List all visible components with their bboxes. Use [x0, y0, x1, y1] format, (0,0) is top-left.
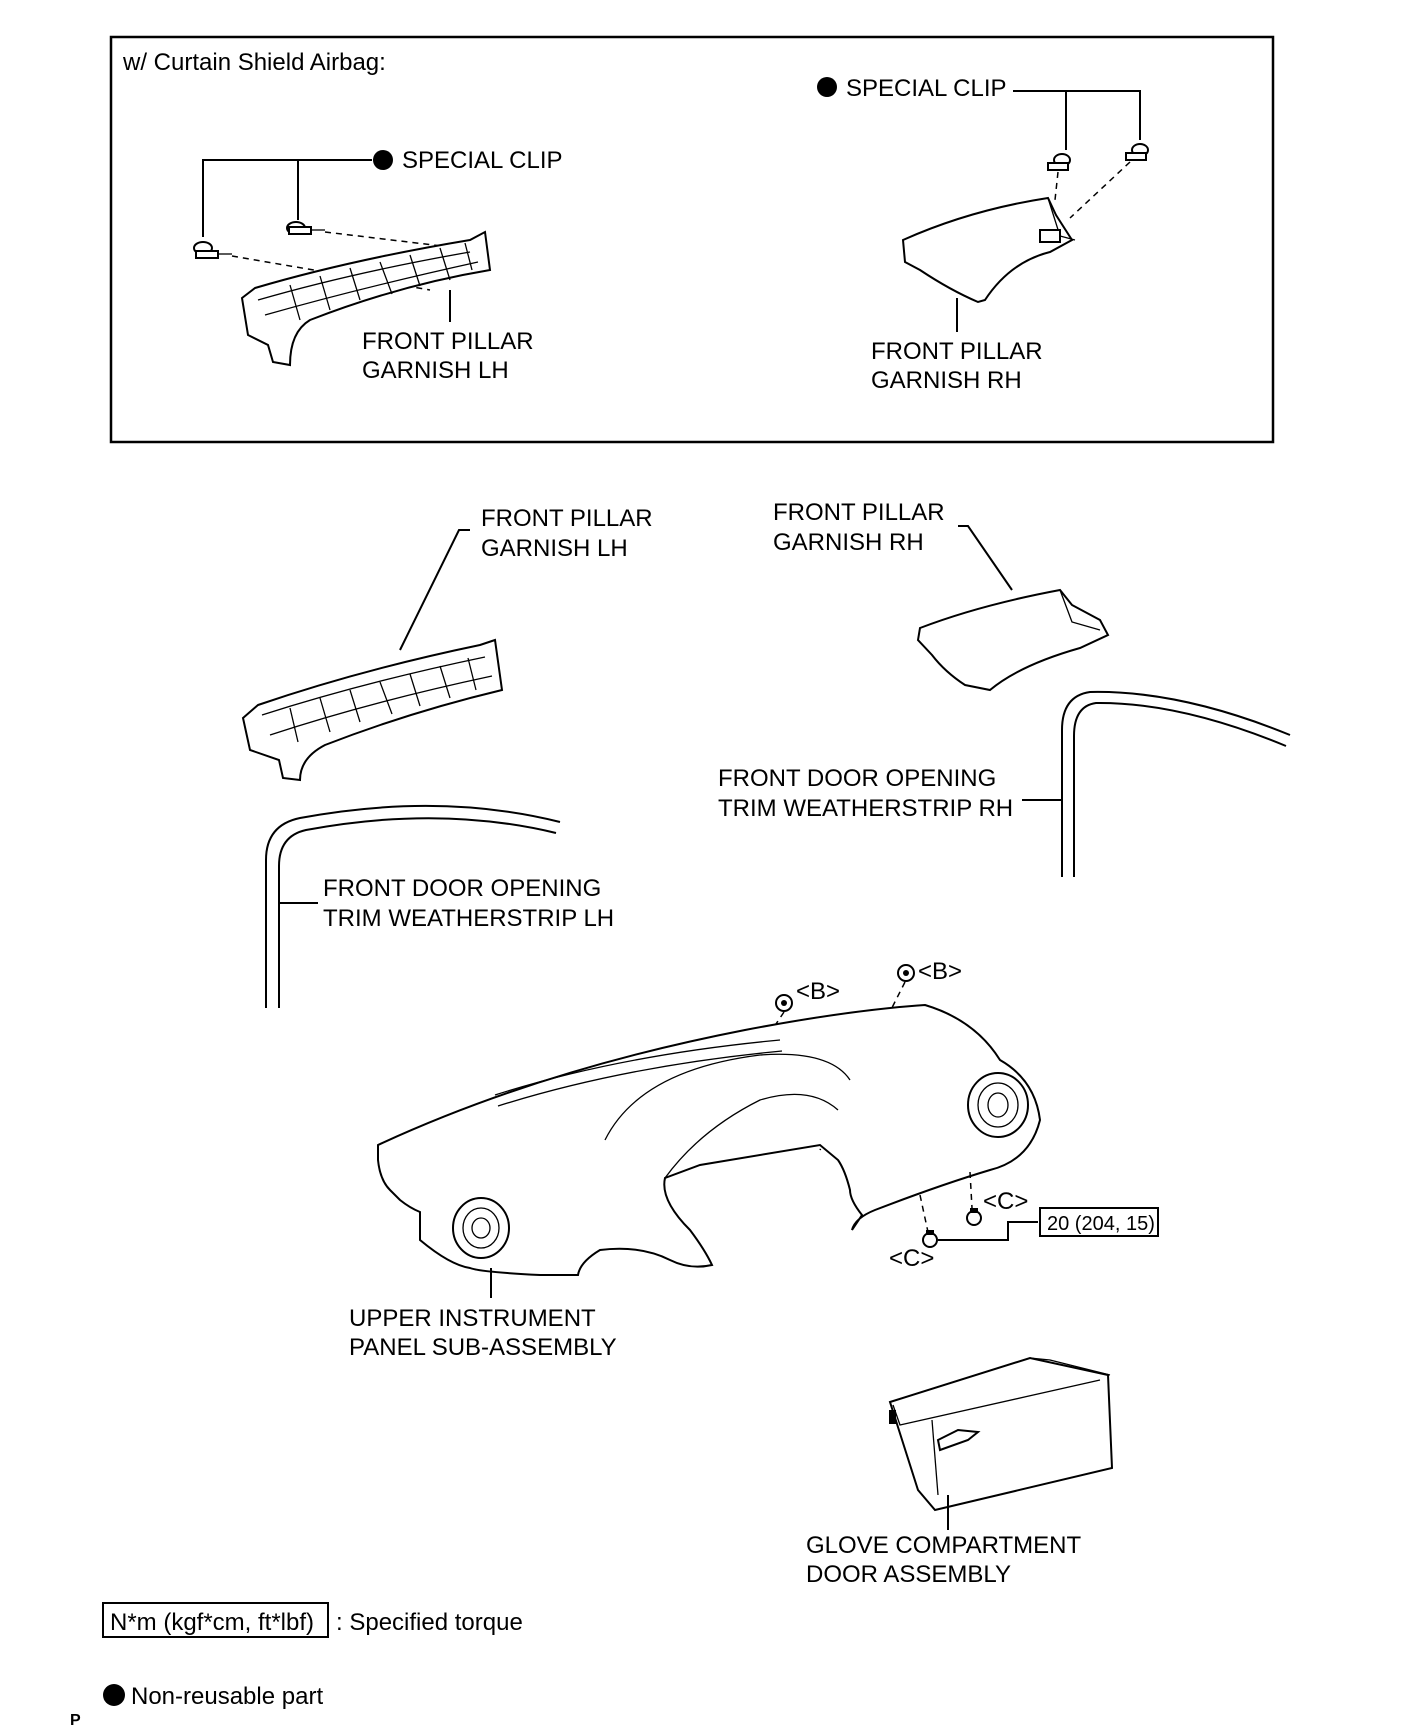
inset-front-pillar-garnish-rh: FRONT PILLAR GARNISH RH [871, 196, 1076, 394]
weatherstrip-rh-line1: FRONT DOOR OPENING [718, 765, 996, 792]
garnish-lh-line1: FRONT PILLAR [481, 505, 653, 532]
vent-rh-icon [967, 1072, 1029, 1138]
legend-torque-text: : Specified torque [336, 1609, 523, 1636]
weatherstrip-rh-line2: TRIM WEATHERSTRIP RH [718, 795, 1013, 822]
legend-nonreusable-text: Non-reusable part [131, 1683, 323, 1710]
screw-b-icon [897, 964, 915, 982]
legend-torque-unit: N*m (kgf*cm, ft*lbf) [110, 1609, 314, 1636]
vent-lh-icon [452, 1197, 510, 1259]
screw-c-icon [966, 1208, 982, 1226]
inset-clip-lh-label: SPECIAL CLIP [402, 147, 563, 174]
weatherstrip-lh-line1: FRONT DOOR OPENING [323, 875, 601, 902]
inset-clip-lh-group: SPECIAL CLIP [193, 147, 563, 291]
special-clip-icon [286, 221, 325, 235]
inset-clip-rh-group: SPECIAL CLIP [817, 75, 1149, 219]
legend-torque-box [102, 1602, 329, 1638]
inset-garnish-lh-line1: FRONT PILLAR [362, 328, 534, 355]
garnish-rh-line1: FRONT PILLAR [773, 499, 945, 526]
front-pillar-garnish-rh: FRONT PILLAR GARNISH RH [773, 499, 1110, 692]
special-clip-icon [1125, 143, 1149, 161]
screw-b-icon [775, 994, 793, 1012]
non-reusable-mark-icon [817, 77, 837, 97]
inset-clip-rh-label: SPECIAL CLIP [846, 75, 1007, 102]
glove-line2: DOOR ASSEMBLY [806, 1561, 1011, 1588]
marker-c1: <C> [983, 1188, 1028, 1215]
marker-c2: <C> [889, 1245, 934, 1272]
non-reusable-mark-icon [373, 150, 393, 170]
special-clip-icon [1047, 153, 1071, 171]
legend: N*m (kgf*cm, ft*lbf) : Specified torque … [102, 1602, 523, 1710]
marker-b1: <B> [796, 978, 840, 1005]
panel-line2: PANEL SUB-ASSEMBLY [349, 1334, 617, 1361]
inset-garnish-rh-line1: FRONT PILLAR [871, 338, 1043, 365]
screw-c-icon [922, 1230, 938, 1248]
inset-garnish-lh-line2: GARNISH LH [362, 357, 509, 384]
upper-instrument-panel: <B> <B> <C> <C> [349, 958, 1159, 1361]
special-clip-icon [193, 241, 232, 259]
glove-compartment-door-assembly: GLOVE COMPARTMENT DOOR ASSEMBLY [806, 1356, 1114, 1588]
inset-title: w/ Curtain Shield Airbag: [122, 49, 386, 76]
garnish-rh-line2: GARNISH RH [773, 529, 924, 556]
non-reusable-mark-icon [103, 1684, 125, 1706]
front-pillar-garnish-lh: FRONT PILLAR GARNISH LH [241, 505, 653, 782]
panel-line1: UPPER INSTRUMENT [349, 1305, 596, 1332]
marker-b2: <B> [918, 958, 962, 985]
weatherstrip-lh-line2: TRIM WEATHERSTRIP LH [323, 905, 614, 932]
page-code: P [70, 1712, 81, 1729]
torque-box [1039, 1207, 1159, 1237]
front-door-opening-trim-weatherstrip-lh: FRONT DOOR OPENING TRIM WEATHERSTRIP LH [265, 804, 614, 1008]
torque-value: 20 (204, 15) [1047, 1213, 1155, 1235]
front-door-opening-trim-weatherstrip-rh: FRONT DOOR OPENING TRIM WEATHERSTRIP RH [718, 690, 1291, 877]
garnish-lh-line2: GARNISH LH [481, 535, 628, 562]
inset-frame [109, 35, 1275, 444]
inset-front-pillar-garnish-lh: FRONT PILLAR GARNISH LH [240, 230, 534, 384]
glove-line1: GLOVE COMPARTMENT [806, 1532, 1081, 1559]
inset-garnish-rh-line2: GARNISH RH [871, 367, 1022, 394]
